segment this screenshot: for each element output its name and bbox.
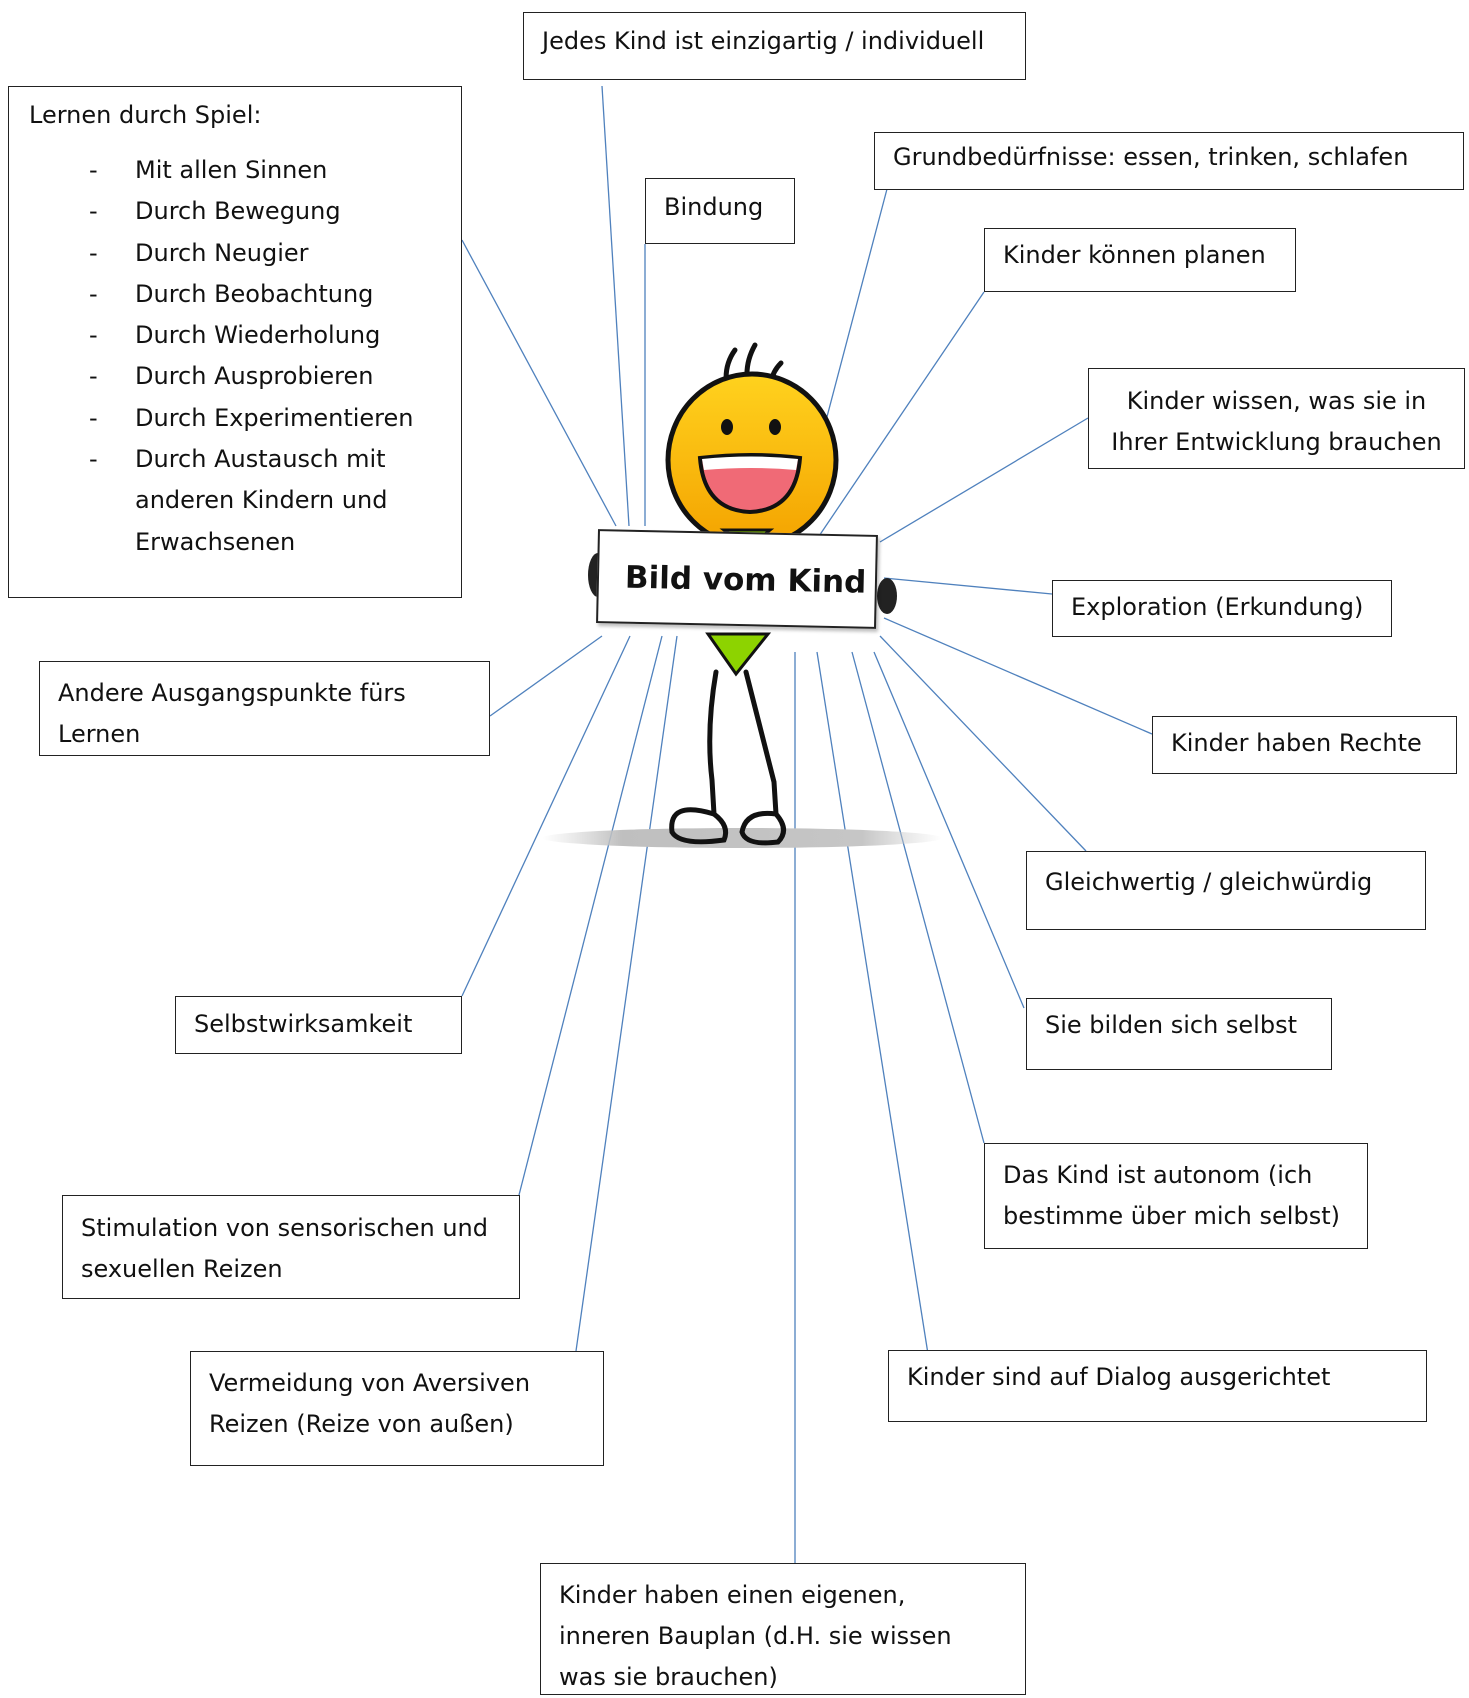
center-sign: Bild vom Kind: [596, 529, 878, 629]
right-hand-icon: [877, 578, 897, 614]
connector-selbstwirksamkeit: [461, 635, 631, 997]
node-grundbeduerfnisse-label: Grundbedürfnisse: essen, trinken, schlaf…: [893, 143, 1409, 171]
node-gleichwertig: Gleichwertig / gleichwürdig: [1026, 851, 1426, 930]
mouth-icon: [697, 453, 803, 515]
ground-shadow: [542, 828, 942, 848]
connector-stimulation: [518, 635, 663, 1196]
node-rechte: Kinder haben Rechte: [1152, 716, 1457, 774]
node-autonom-label: Das Kind ist autonom (ich bestimme über …: [1003, 1161, 1340, 1230]
node-dialog-label: Kinder sind auf Dialog ausgerichtet: [907, 1363, 1331, 1391]
connector-dialog: [816, 651, 929, 1355]
node-selbstwirksamkeit-label: Selbstwirksamkeit: [194, 1010, 413, 1038]
node-vermeidung-label: Vermeidung von Aversiven Reizen (Reize v…: [209, 1369, 531, 1438]
connector-exploration: [883, 577, 1053, 595]
node-dialog: Kinder sind auf Dialog ausgerichtet: [888, 1350, 1427, 1422]
connector-ausgangspunkte: [489, 635, 603, 717]
node-stimulation: Stimulation von sensorischen und sexuell…: [62, 1195, 520, 1299]
lernen-title: Lernen durch Spiel:: [29, 101, 262, 129]
node-bilden: Sie bilden sich selbst: [1026, 998, 1332, 1070]
node-planen-label: Kinder können planen: [1003, 241, 1266, 269]
node-wissen-label: Kinder wissen, was sie in Ihrer Entwickl…: [1111, 387, 1442, 456]
node-planen: Kinder können planen: [984, 228, 1296, 292]
connector-lernen: [461, 239, 617, 527]
node-bindung: Bindung: [645, 178, 795, 244]
node-exploration-label: Exploration (Erkundung): [1071, 593, 1364, 621]
node-autonom: Das Kind ist autonom (ich bestimme über …: [984, 1143, 1368, 1249]
list-item: Durch Ausprobieren: [89, 356, 441, 398]
node-stimulation-label: Stimulation von sensorischen und sexuell…: [81, 1214, 488, 1283]
node-einzigartig: Jedes Kind ist einzigartig / individuell: [523, 12, 1026, 80]
list-item: Durch Neugier: [89, 233, 441, 275]
node-bauplan-label: Kinder haben einen eigenen, inneren Baup…: [559, 1581, 952, 1691]
connector-wissen: [879, 417, 1089, 543]
node-vermeidung: Vermeidung von Aversiven Reizen (Reize v…: [190, 1351, 604, 1466]
node-bilden-label: Sie bilden sich selbst: [1045, 1011, 1297, 1039]
node-bindung-label: Bindung: [664, 193, 764, 221]
node-ausgangspunkte-label: Andere Ausgangspunkte fürs Lernen: [58, 679, 406, 748]
lernen-list: Mit allen Sinnen Durch Bewegung Durch Ne…: [29, 150, 441, 563]
connector-autonom: [851, 651, 985, 1144]
legs-icon: [669, 669, 786, 846]
list-item: Durch Bewegung: [89, 191, 441, 233]
node-selbstwirksamkeit: Selbstwirksamkeit: [175, 996, 462, 1054]
center-label: Bild vom Kind: [624, 559, 867, 601]
connector-rechte: [883, 617, 1153, 735]
list-item: Durch Beobachtung: [89, 274, 441, 316]
node-lernen-durch-spiel: Lernen durch Spiel: Mit allen Sinnen Dur…: [8, 86, 462, 598]
node-ausgangspunkte: Andere Ausgangspunkte fürs Lernen: [39, 661, 490, 756]
node-einzigartig-label: Jedes Kind ist einzigartig / individuell: [542, 27, 985, 55]
connector-einzigartig: [601, 85, 630, 527]
node-rechte-label: Kinder haben Rechte: [1171, 729, 1422, 757]
connector-vermeidung: [575, 635, 678, 1352]
connector-bilden: [873, 651, 1025, 1009]
connector-planen: [814, 291, 985, 543]
list-item: Durch Wiederholung: [89, 315, 441, 357]
list-item: Durch Austausch mit anderen Kindern und …: [89, 439, 405, 563]
node-exploration: Exploration (Erkundung): [1052, 580, 1392, 637]
node-bauplan: Kinder haben einen eigenen, inneren Baup…: [540, 1563, 1026, 1695]
list-item: Durch Experimentieren: [89, 398, 441, 440]
node-gleichwertig-label: Gleichwertig / gleichwürdig: [1045, 868, 1373, 896]
list-item: Mit allen Sinnen: [89, 150, 441, 192]
shirt-icon: [705, 632, 772, 677]
node-grundbeduerfnisse: Grundbedürfnisse: essen, trinken, schlaf…: [874, 132, 1464, 190]
node-wissen: Kinder wissen, was sie in Ihrer Entwickl…: [1088, 368, 1465, 469]
connector-gleichwertig: [879, 635, 1087, 852]
